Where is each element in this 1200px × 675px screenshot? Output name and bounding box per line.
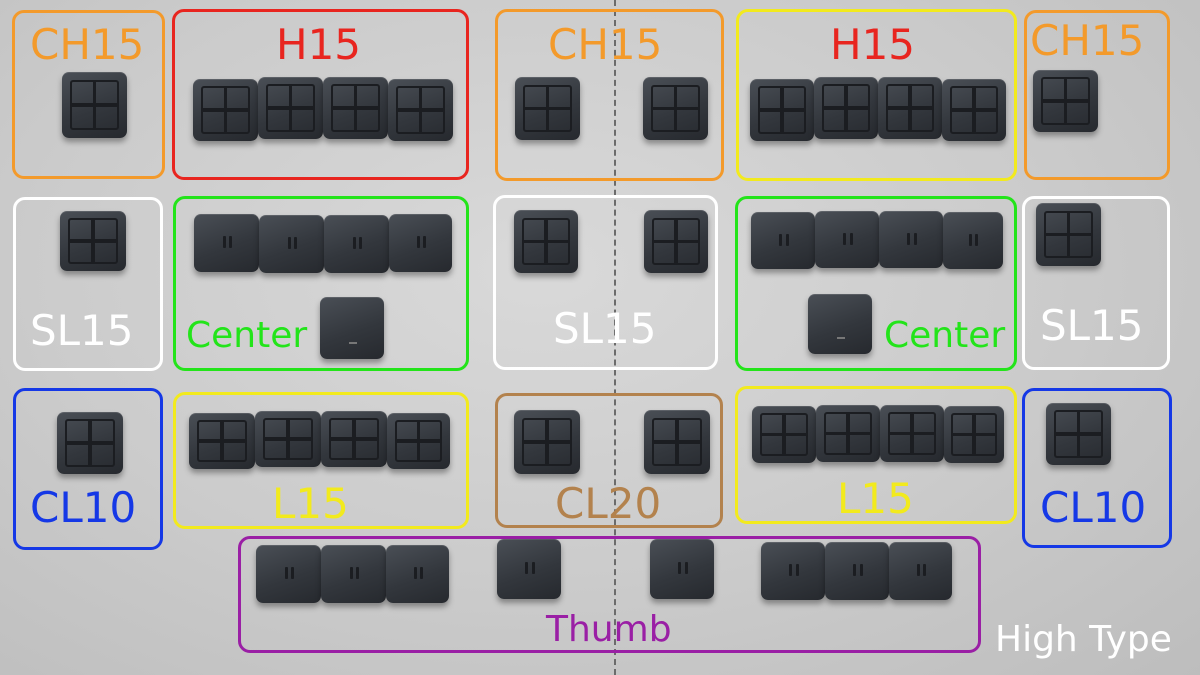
label-sl15-right: SL15 <box>1040 301 1144 350</box>
keycap-h15-left-2 <box>258 77 323 139</box>
group-h15-right <box>736 9 1017 181</box>
label-center-right: Center <box>884 315 1006 356</box>
keycap-l15-right-2 <box>816 405 880 462</box>
group-center-left <box>173 196 469 371</box>
keycap-center-right-1 <box>751 212 815 269</box>
keycap-thumb-5 <box>650 539 714 599</box>
label-l15-left: L15 <box>272 479 349 528</box>
keycap-sl15-right <box>1036 203 1101 266</box>
keycap-cl20-2 <box>644 410 710 474</box>
label-cl10-left: CL10 <box>30 483 137 532</box>
keycap-thumb-1 <box>256 545 321 603</box>
keycap-l15-left-3 <box>321 411 387 467</box>
group-center-right <box>735 196 1017 371</box>
label-high-type: High Type <box>995 619 1172 660</box>
group-ch15-left <box>12 10 165 179</box>
label-thumb: Thumb <box>546 609 672 650</box>
keycap-ch15-middle-2 <box>643 77 708 140</box>
keycap-l15-right-1 <box>752 406 816 463</box>
group-ch15-right <box>1024 10 1170 180</box>
keycap-l15-left-1 <box>189 413 255 469</box>
group-ch15-middle <box>495 9 724 181</box>
label-center-left: Center <box>186 315 308 356</box>
keycap-center-left-stem <box>320 297 384 359</box>
keycap-thumb-7 <box>825 542 889 600</box>
label-ch15-right: CH15 <box>1030 16 1145 65</box>
keycap-sl15-middle-1 <box>514 210 578 273</box>
keycap-center-right-2 <box>815 211 879 268</box>
label-sl15-middle: SL15 <box>553 304 657 353</box>
group-thumb <box>238 536 981 653</box>
keycap-thumb-4 <box>497 539 561 599</box>
label-ch15-middle: CH15 <box>548 20 663 69</box>
keycap-sl15-left <box>60 211 126 271</box>
group-sl15-middle <box>493 195 718 370</box>
label-cl10-right: CL10 <box>1040 483 1147 532</box>
label-h15-right: H15 <box>830 20 916 69</box>
group-h15-left <box>172 9 469 180</box>
keycap-center-right-3 <box>879 211 943 268</box>
label-sl15-left: SL15 <box>30 306 134 355</box>
keycap-center-right-4 <box>943 212 1003 269</box>
keycap-cl20-1 <box>514 410 580 474</box>
keycap-h15-right-3 <box>878 77 942 139</box>
keycap-center-left-4 <box>389 214 452 272</box>
group-l15-left <box>173 392 469 529</box>
keycap-h15-right-2 <box>814 77 878 139</box>
center-divider <box>614 0 616 675</box>
keycap-ch15-left <box>62 72 127 138</box>
group-l15-right <box>735 386 1017 524</box>
keycap-h15-left-1 <box>193 79 258 141</box>
group-sl15-right <box>1022 196 1170 370</box>
group-cl20 <box>495 393 723 528</box>
keycap-sl15-middle-2 <box>644 210 708 273</box>
keycap-thumb-6 <box>761 542 825 600</box>
label-cl20: CL20 <box>555 479 662 528</box>
keycap-cl10-right <box>1046 403 1111 465</box>
keycap-center-left-3 <box>324 215 389 273</box>
keycap-cl10-left <box>57 412 123 474</box>
keycap-l15-left-2 <box>255 411 321 467</box>
keycap-center-left-1 <box>194 214 259 272</box>
keycap-center-left-2 <box>259 215 324 273</box>
keycap-h15-right-4 <box>942 79 1006 141</box>
label-h15-left: H15 <box>276 20 362 69</box>
keycap-h15-right-1 <box>750 79 814 141</box>
keycap-h15-left-3 <box>323 77 388 139</box>
keycap-l15-left-4 <box>387 413 450 469</box>
label-ch15-left: CH15 <box>30 20 145 69</box>
label-l15-right: L15 <box>837 474 914 523</box>
group-cl10-right <box>1022 388 1172 548</box>
keycap-h15-left-4 <box>388 79 453 141</box>
group-cl10-left <box>13 388 163 550</box>
keycap-thumb-2 <box>321 545 386 603</box>
keycap-center-right-stem <box>808 294 872 354</box>
group-sl15-left <box>13 197 163 371</box>
keycap-l15-right-4 <box>944 406 1004 463</box>
keycap-ch15-middle-1 <box>515 77 580 140</box>
keycap-thumb-8 <box>889 542 952 600</box>
keycap-thumb-3 <box>386 545 449 603</box>
keycap-l15-right-3 <box>880 405 944 462</box>
keycap-ch15-right <box>1033 70 1098 132</box>
